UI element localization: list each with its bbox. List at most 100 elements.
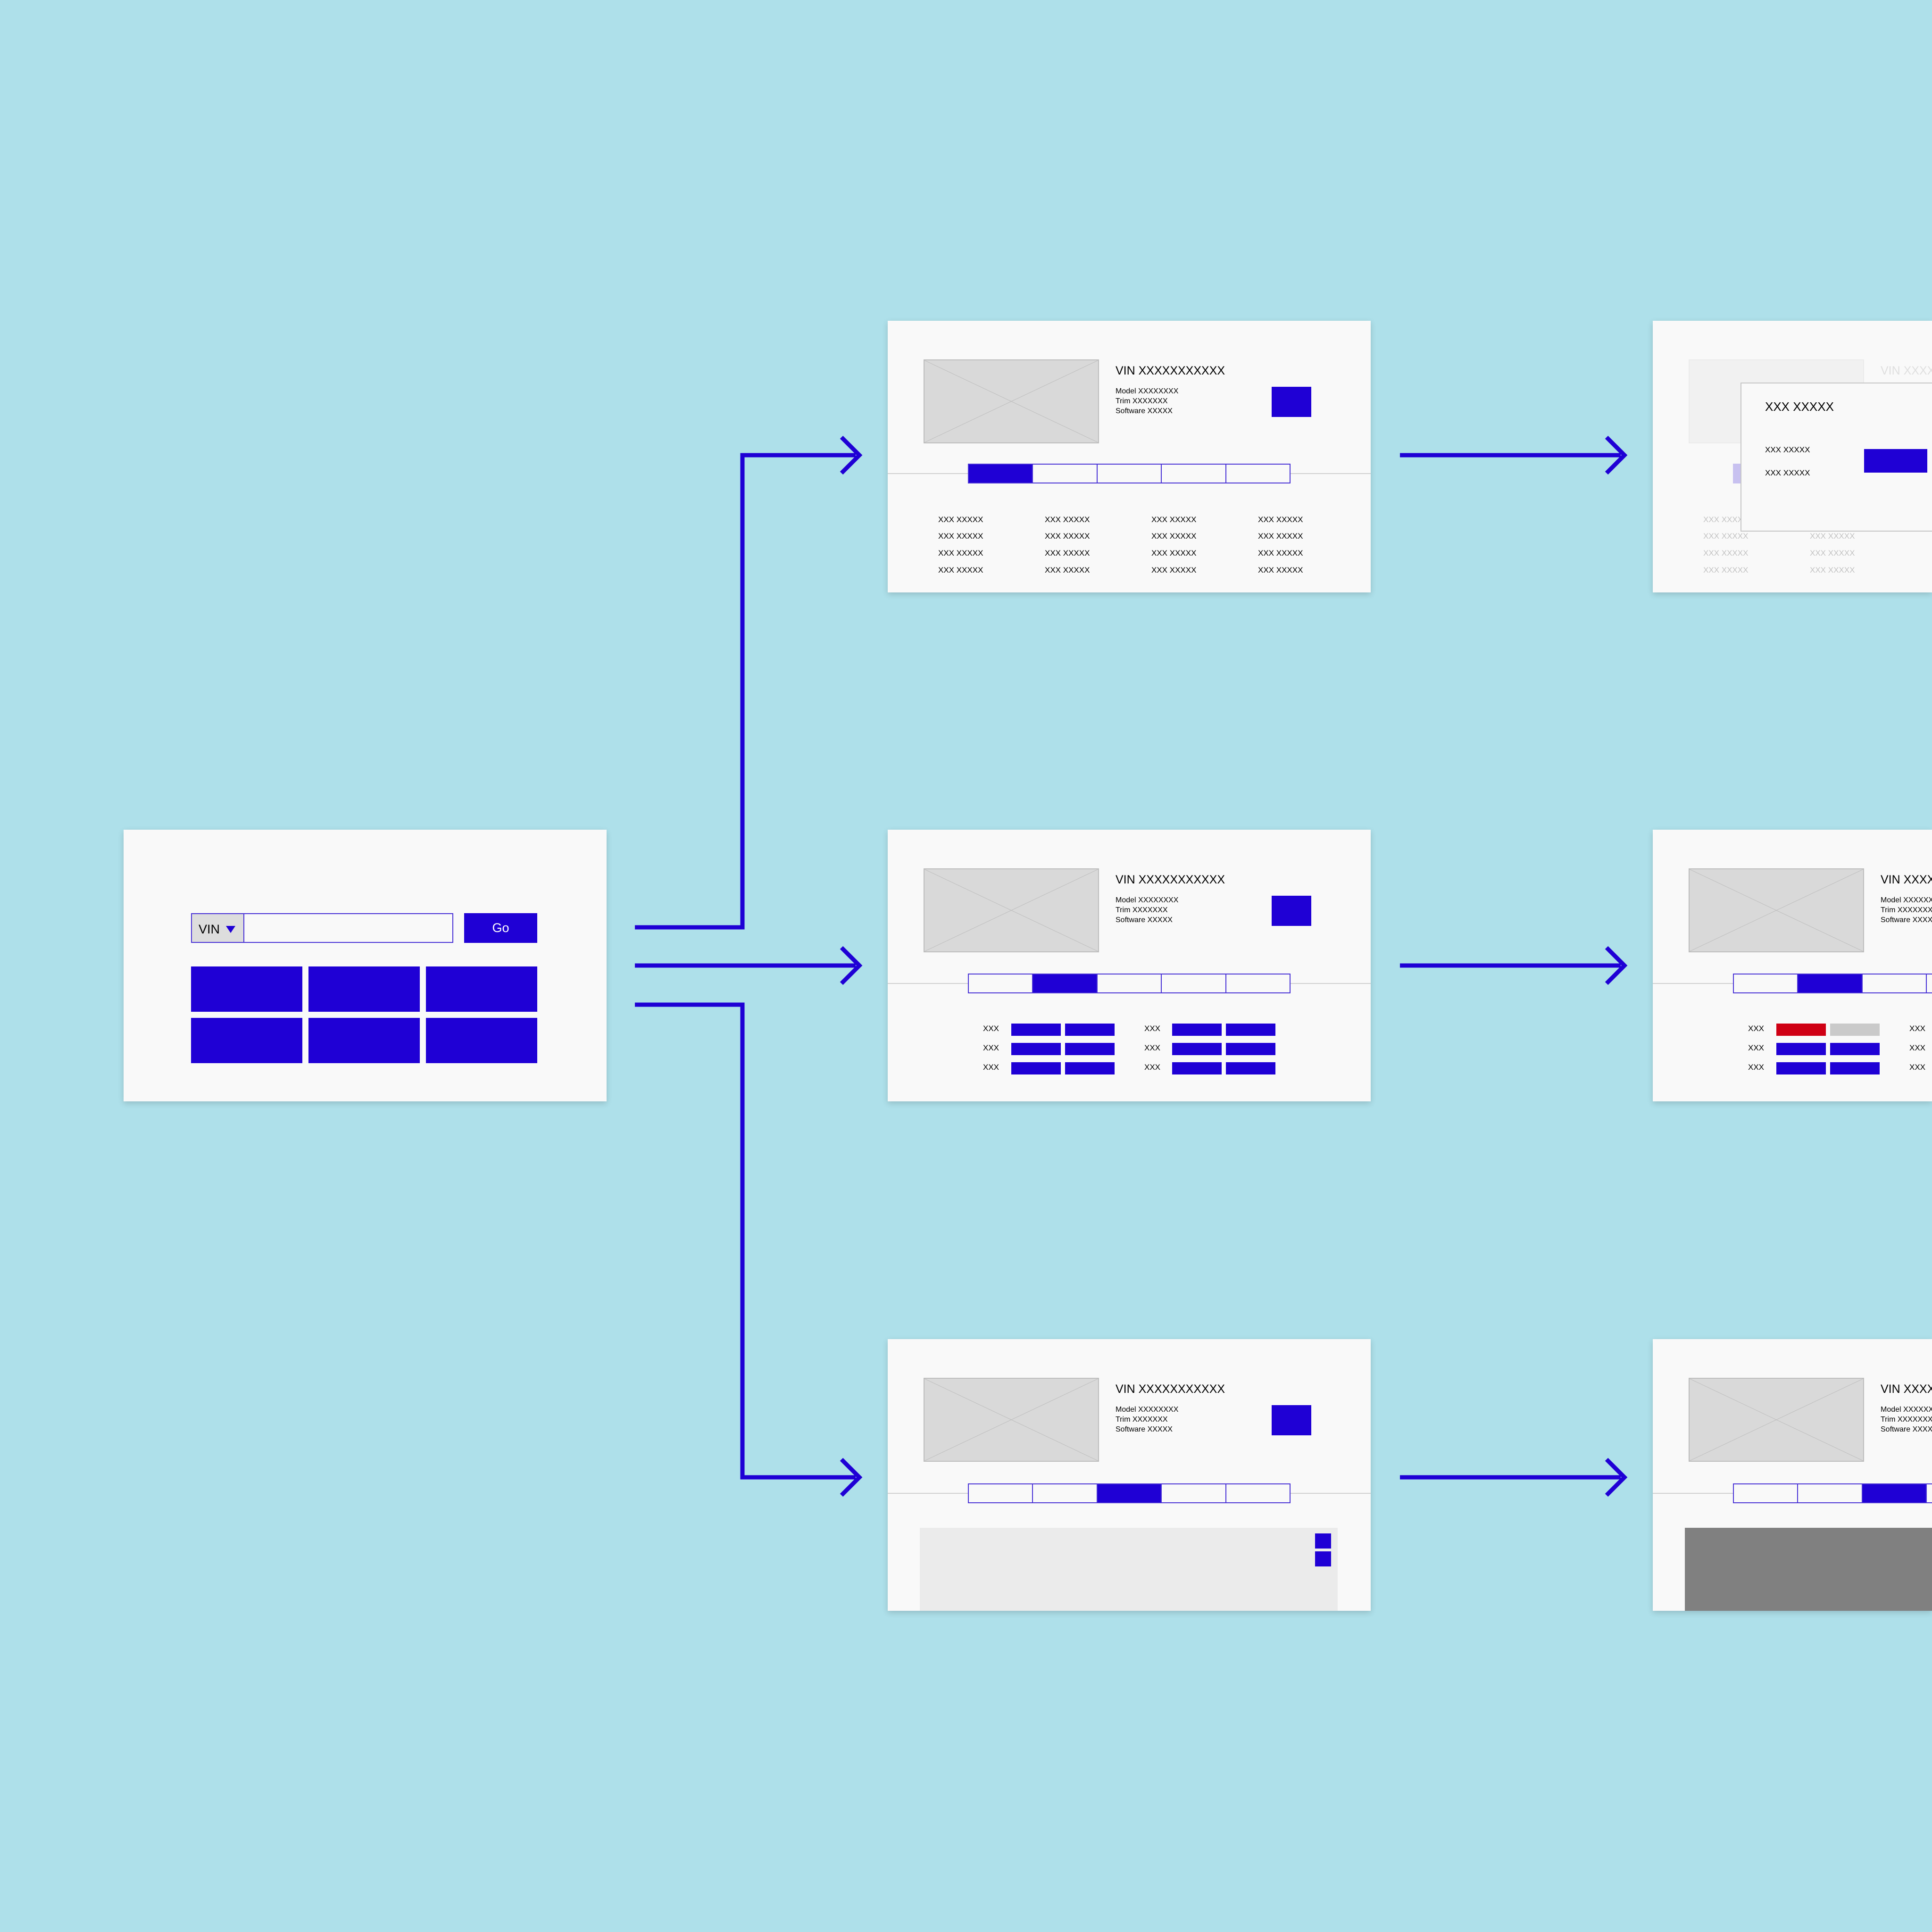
tab-4[interactable] — [1162, 465, 1226, 483]
software-text: Software XXXXX — [1116, 407, 1173, 415]
vin-heading: VIN XXXXXXXXXXX — [1881, 1382, 1932, 1396]
shortcut-tile[interactable] — [191, 966, 302, 1012]
info-item: XXX XXXXX — [1703, 515, 1749, 524]
status-bar[interactable] — [1065, 1043, 1115, 1055]
info-item: XXX XXXXX — [1703, 549, 1749, 558]
tab-2[interactable] — [1033, 465, 1098, 483]
model-text: Model XXXXXXXX — [1881, 896, 1932, 904]
caret-down-icon — [226, 926, 235, 933]
info-item: XXX XXXXX — [1810, 532, 1855, 541]
tab-3[interactable] — [1097, 1484, 1162, 1502]
grid-label: XXX — [1144, 1063, 1161, 1072]
action-button[interactable] — [1272, 387, 1311, 417]
media-control-button[interactable] — [1315, 1533, 1331, 1549]
info-item: XXX XXXXX — [1703, 566, 1749, 575]
info-item: XXX XXXXX — [1045, 566, 1090, 575]
action-button[interactable] — [1272, 896, 1311, 926]
modal-row: XXX XXXXX — [1765, 445, 1810, 454]
shortcut-tile[interactable] — [308, 966, 420, 1012]
model-text: Model XXXXXXXX — [1116, 387, 1179, 395]
tab-4[interactable] — [1162, 1484, 1226, 1502]
status-bar[interactable] — [1011, 1062, 1061, 1074]
info-item: XXX XXXXX — [938, 549, 983, 558]
shortcut-tile[interactable] — [426, 1018, 537, 1063]
tab-3[interactable] — [1863, 974, 1927, 992]
tab-1[interactable] — [969, 465, 1033, 483]
status-bar[interactable] — [1172, 1024, 1222, 1036]
go-button[interactable]: Go — [464, 913, 537, 943]
tab-bar — [968, 464, 1291, 483]
tab-3[interactable] — [1098, 465, 1162, 483]
tab-2[interactable] — [1798, 1484, 1863, 1502]
tab-4[interactable] — [1162, 974, 1226, 992]
info-item: XXX XXXXX — [1151, 532, 1197, 541]
model-text: Model XXXXXXXX — [1881, 1406, 1932, 1414]
tab-1[interactable] — [1734, 974, 1799, 992]
tab-3[interactable] — [1862, 1484, 1927, 1502]
modal-confirm-button[interactable] — [1864, 449, 1927, 473]
info-item: XXX XXXXX — [1151, 566, 1197, 575]
status-bar[interactable] — [1226, 1062, 1275, 1074]
status-bar[interactable] — [1172, 1043, 1222, 1055]
media-control-button[interactable] — [1315, 1551, 1331, 1566]
tab-1[interactable] — [969, 974, 1033, 992]
status-bar[interactable] — [1011, 1043, 1061, 1055]
vin-type-dropdown[interactable]: VIN — [191, 913, 244, 943]
media-panel[interactable] — [920, 1528, 1338, 1611]
info-item: XXX XXXXX — [938, 566, 983, 575]
tab-2[interactable] — [1033, 974, 1098, 992]
status-bar[interactable] — [1011, 1024, 1061, 1036]
tab-bar — [968, 1483, 1291, 1503]
tab-5[interactable] — [1226, 1484, 1290, 1502]
tab-4[interactable] — [1927, 1484, 1932, 1502]
status-bar[interactable] — [1776, 1043, 1826, 1055]
grid-label: XXX — [1748, 1063, 1765, 1072]
arrowhead-overview-detail — [1605, 435, 1628, 475]
status-bar[interactable] — [1830, 1043, 1880, 1055]
tab-2[interactable] — [1798, 974, 1863, 992]
action-button[interactable] — [1272, 1405, 1311, 1435]
model-text: Model XXXXXXXX — [1116, 896, 1179, 904]
arrowhead-diagnostics-detail — [1605, 946, 1628, 985]
status-bar[interactable] — [1830, 1062, 1880, 1074]
tab-5[interactable] — [1226, 974, 1290, 992]
media-panel-active[interactable] — [1685, 1528, 1932, 1611]
tab-bar — [1733, 1483, 1932, 1503]
status-bar[interactable] — [1226, 1043, 1275, 1055]
grid-label: XXX — [1748, 1043, 1765, 1052]
vehicle-image-placeholder — [924, 359, 1099, 443]
tab-1[interactable] — [1734, 1484, 1799, 1502]
vehicle-meta: Model XXXXXXXX Trim XXXXXXX Software XXX… — [1116, 895, 1178, 925]
vehicle-image-placeholder — [924, 868, 1099, 952]
modal-dialog: XXX XXXXX XXX XXXXX XXX XXXXX — [1740, 383, 1932, 532]
vin-heading: VIN XXXXXXXXXXX — [1881, 364, 1932, 377]
info-item: XXX XXXXX — [1258, 549, 1303, 558]
connector-to-overview — [635, 453, 856, 930]
tab-1[interactable] — [969, 1484, 1033, 1502]
trim-text: Trim XXXXXXX — [1881, 1416, 1932, 1424]
vehicle-image-placeholder — [924, 1378, 1099, 1462]
tab-3[interactable] — [1098, 974, 1162, 992]
diagnostics-detail-screen: VIN XXXXXXXXXXX Model XXXXXXXX Trim XXXX… — [1653, 830, 1932, 1101]
tab-bar — [1733, 974, 1932, 993]
vin-search-input[interactable] — [243, 913, 453, 943]
status-bar[interactable] — [1226, 1024, 1275, 1036]
shortcut-tile[interactable] — [308, 1018, 420, 1063]
tab-2[interactable] — [1033, 1484, 1098, 1502]
vin-heading: VIN XXXXXXXXXXX — [1116, 1382, 1225, 1396]
vin-heading: VIN XXXXXXXXXXX — [1116, 873, 1225, 886]
status-bar[interactable] — [1065, 1062, 1115, 1074]
tab-4[interactable] — [1927, 974, 1932, 992]
status-bar[interactable] — [1065, 1024, 1115, 1036]
info-item: XXX XXXXX — [938, 532, 983, 541]
status-bar-error[interactable] — [1776, 1024, 1826, 1036]
grid-label: XXX — [1144, 1043, 1161, 1052]
info-item: XXX XXXXX — [1151, 515, 1197, 524]
tab-5[interactable] — [1226, 465, 1290, 483]
status-bar-disabled[interactable] — [1830, 1024, 1880, 1036]
info-item: XXX XXXXX — [1151, 549, 1197, 558]
status-bar[interactable] — [1776, 1062, 1826, 1074]
shortcut-tile[interactable] — [426, 966, 537, 1012]
shortcut-tile[interactable] — [191, 1018, 302, 1063]
status-bar[interactable] — [1172, 1062, 1222, 1074]
